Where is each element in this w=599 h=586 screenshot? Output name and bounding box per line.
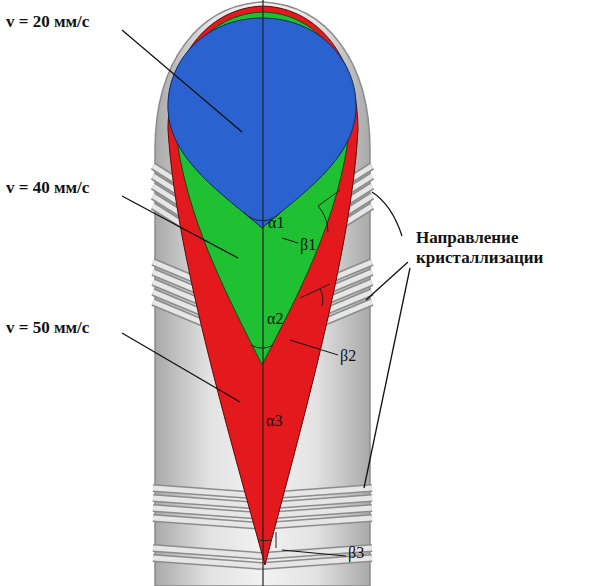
crystal-stripe [153,508,262,516]
crystal-stripe [262,518,372,526]
angle-label: β2 [340,347,356,365]
crystal-stripe [153,518,262,526]
crystal-stripe [153,558,262,566]
leader-line [122,30,242,132]
angle-arc [259,540,271,542]
angle-label: β3 [348,544,364,562]
leader-line [122,196,238,258]
angle-arc [320,289,323,306]
crystal-stripe [153,508,262,516]
crystal-stripe [153,548,262,556]
crystal-stripe [262,518,372,526]
leader-line [122,333,240,402]
speed-label: v = 50 мм/с [6,318,89,338]
speed-label: v = 20 мм/с [6,12,89,32]
angle-label: β1 [300,236,316,254]
pool-20 [168,18,356,228]
axis-line [262,0,263,586]
crystal-stripe [153,518,262,526]
speed-label: v = 40 мм/с [6,178,89,198]
crystal-stripe [153,558,262,566]
note-label: Направление кристаллизации [416,228,594,267]
crystal-stripe [153,498,262,506]
leader-line [282,550,346,556]
angle-arc [251,345,273,348]
crystal-stripe [153,498,262,506]
leader-line [290,340,338,355]
leader-line [282,238,298,243]
angle-label: α2 [267,310,283,328]
angle-label: α1 [268,214,284,232]
bracket-line [372,192,402,236]
angle-label: α3 [266,412,282,430]
bracket-line [366,262,408,300]
angle-ray [300,284,330,298]
angle-arc [318,206,328,232]
crystal-stripe [153,548,262,556]
angle-tick [276,532,277,548]
bracket-line [364,268,410,488]
angle-ray [318,190,340,206]
